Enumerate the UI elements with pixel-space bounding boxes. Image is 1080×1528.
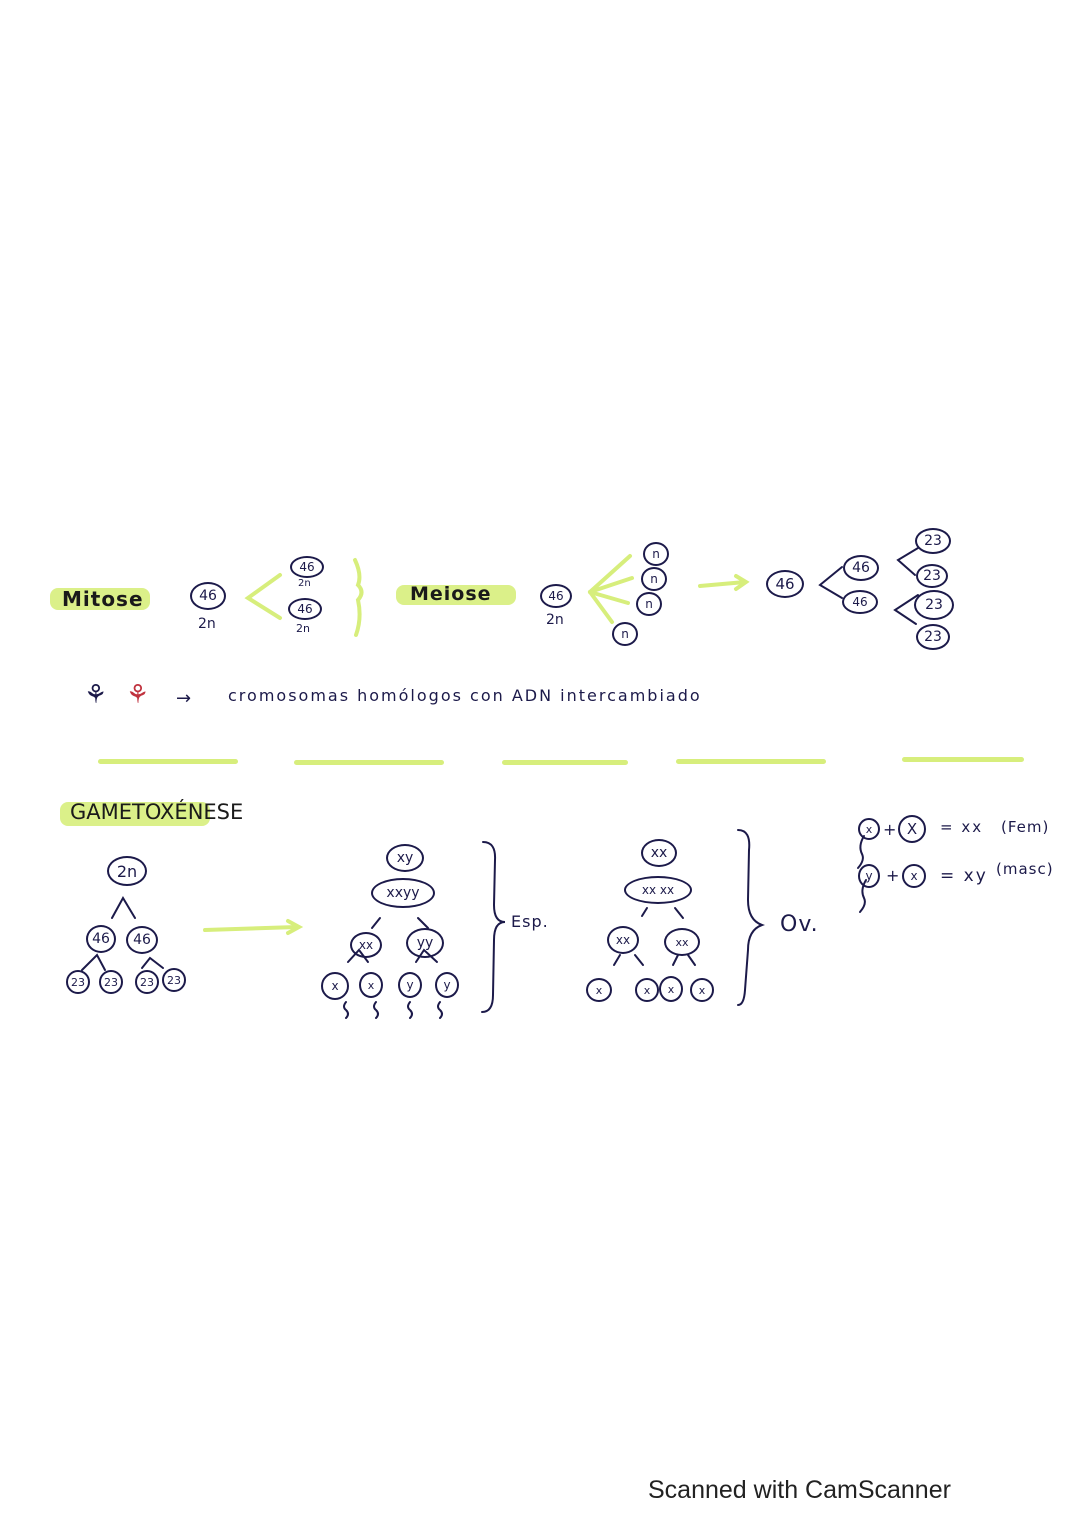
fert-result-2: = xy — [940, 866, 988, 886]
fert-sperm-1: x — [858, 818, 880, 840]
sperm-l1-2: yy — [406, 928, 444, 958]
meiosis-tree-l2-3: 23 — [914, 590, 954, 620]
sperm-l2-4: y — [435, 972, 459, 998]
sperm-l1-1: xx — [350, 932, 382, 958]
arrow-icon: → — [176, 688, 192, 709]
meiosis-tree-l2-2: 23 — [916, 564, 948, 588]
sperm-label: Esp. — [511, 912, 549, 931]
sperm-l2-2: x — [359, 972, 383, 998]
gen-tree-root: 2n — [107, 856, 147, 886]
fert-egg-1: X — [898, 815, 926, 843]
meiosis-product-1: n — [643, 542, 669, 566]
gen-tree-l2-4: 23 — [162, 968, 186, 992]
ovum-l2-4: x — [690, 978, 714, 1002]
gen-tree-l2-3: 23 — [135, 970, 159, 994]
divider-segment-2 — [294, 760, 444, 765]
highlight-meiose — [396, 585, 516, 605]
crossover-note-text: cromosomas homólogos con ADN intercambia… — [228, 686, 702, 705]
plus-sign-2: + — [886, 866, 900, 885]
divider-segment-3 — [502, 760, 628, 765]
ovum-l1-2: xx — [664, 928, 700, 956]
mitosis-child-ploidy-2: 2n — [296, 622, 310, 635]
meiosis-tree-l2-4: 23 — [916, 624, 950, 650]
mitosis-child-ploidy-1: 2n — [298, 578, 311, 589]
plus-sign-1: + — [883, 820, 897, 839]
mitosis-title: Mitose — [62, 587, 144, 611]
meiosis-product-4: n — [612, 622, 638, 646]
fert-sperm-2: y — [858, 864, 880, 888]
sperm-duplicated: xxyy — [371, 878, 435, 908]
sperm-l2-3: y — [398, 972, 422, 998]
ovum-l2-3: x — [659, 976, 683, 1002]
mitosis-child-cell-1: 46 — [290, 556, 324, 578]
gen-tree-l1-2: 46 — [126, 926, 158, 954]
gen-tree-l1-1: 46 — [86, 925, 116, 953]
meiosis-product-2: n — [641, 567, 667, 591]
scanner-watermark: Scanned with CamScanner — [648, 1476, 951, 1504]
sperm-l2-1: x — [321, 972, 349, 1000]
chromosome-icon-red: ⚘ — [126, 680, 150, 710]
ovum-duplicated: xx xx — [624, 876, 692, 904]
ovum-l2-2: x — [635, 978, 659, 1002]
ovum-label: Ov. — [780, 912, 819, 937]
meiosis-tree-l1-2: 46 — [842, 590, 878, 614]
sperm-root: xy — [386, 844, 424, 872]
meiosis-parent-ploidy: 2n — [546, 612, 564, 628]
fert-sex-2: (masc) — [996, 860, 1054, 878]
chromosome-icon-blue: ⚘ — [84, 680, 108, 710]
meiosis-tree-l2-1: 23 — [915, 528, 951, 554]
highlight-mitose — [50, 588, 150, 610]
gametogenesis-title: GAMETOXÉNESE — [70, 800, 244, 824]
meiosis-tree-l1-1: 46 — [843, 555, 879, 581]
divider-segment-5 — [902, 757, 1024, 762]
fert-egg-2: x — [902, 864, 926, 888]
gen-tree-l2-2: 23 — [99, 970, 123, 994]
mitosis-parent-cell: 46 — [190, 582, 226, 610]
meiosis-title: Meiose — [410, 583, 492, 605]
divider-segment-1 — [98, 759, 238, 764]
meiosis-product-3: n — [636, 592, 662, 616]
divider-segment-4 — [676, 759, 826, 764]
gen-tree-l2-1: 23 — [66, 970, 90, 994]
meiosis-parent-cell: 46 — [540, 584, 572, 608]
ovum-l2-1: x — [586, 978, 612, 1002]
ovum-root: xx — [641, 839, 677, 867]
ovum-l1-1: xx — [607, 926, 639, 954]
highlight-gametogenesis — [60, 802, 210, 826]
meiosis-tree-root: 46 — [766, 570, 804, 598]
fert-sex-1: (Fem) — [1001, 818, 1050, 836]
fert-result-1: = xx — [940, 818, 984, 836]
mitosis-child-cell-2: 46 — [288, 598, 322, 620]
mitosis-parent-ploidy: 2n — [198, 616, 216, 632]
